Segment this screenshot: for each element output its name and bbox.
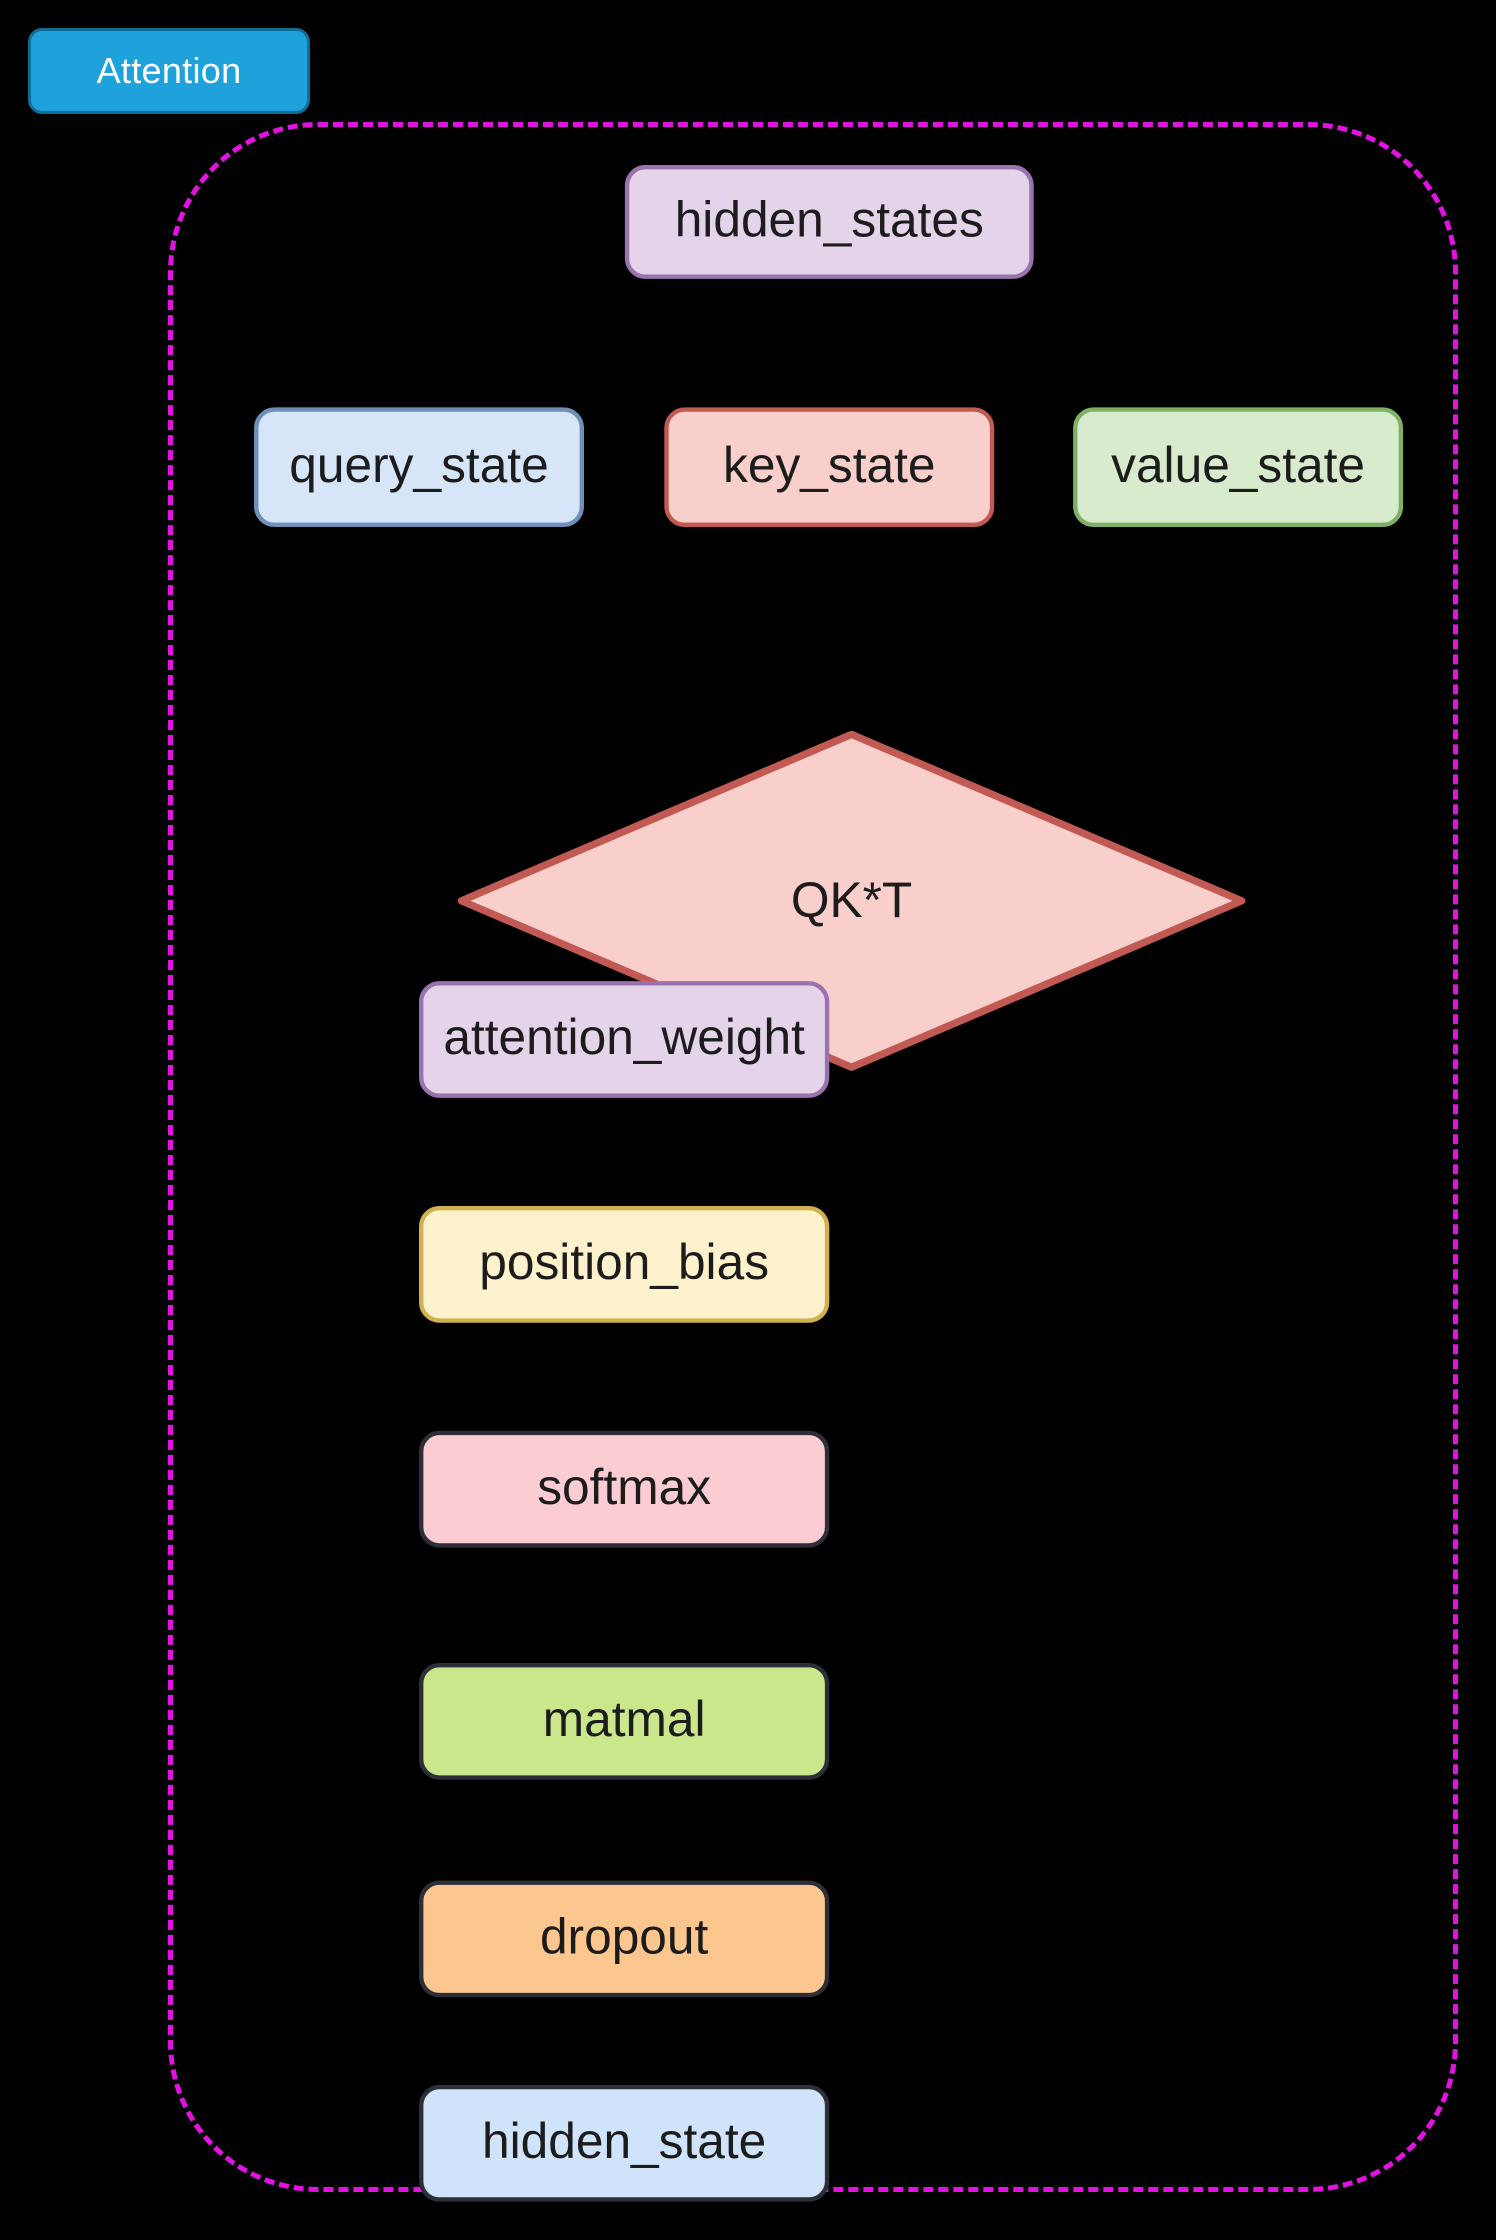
node-label-dropout: dropout [539,1910,709,1966]
node-value_state[interactable]: value_state [1073,407,1404,528]
node-label-value_state: value_state [1111,438,1366,494]
node-label-position_bias: position_bias [479,1235,770,1292]
node-query_state[interactable]: query_state [254,407,584,528]
node-dropout[interactable]: dropout [419,1880,830,1998]
node-attention_weight[interactable]: attention_weight [419,981,830,1098]
node-label-query_state: query_state [289,438,549,494]
subgraph-label-text: Attention [96,50,242,91]
node-label-attention_weight: attention_weight [443,1010,805,1067]
node-softmax[interactable]: softmax [419,1430,830,1548]
node-hidden_state[interactable]: hidden_state [419,2084,830,2202]
node-key_state[interactable]: key_state [664,407,995,528]
node-label-hidden_states: hidden_states [674,193,984,249]
node-position_bias[interactable]: position_bias [419,1205,830,1323]
node-label-key_state: key_state [723,438,936,494]
node-label-hidden_state: hidden_state [481,2114,767,2170]
node-matmal[interactable]: matmal [419,1662,830,1780]
subgraph-label-attention[interactable]: Attention [28,28,310,114]
node-hidden_states[interactable]: hidden_states [624,164,1034,279]
node-label-softmax: softmax [537,1460,712,1516]
node-label-matmal: matmal [542,1692,706,1749]
